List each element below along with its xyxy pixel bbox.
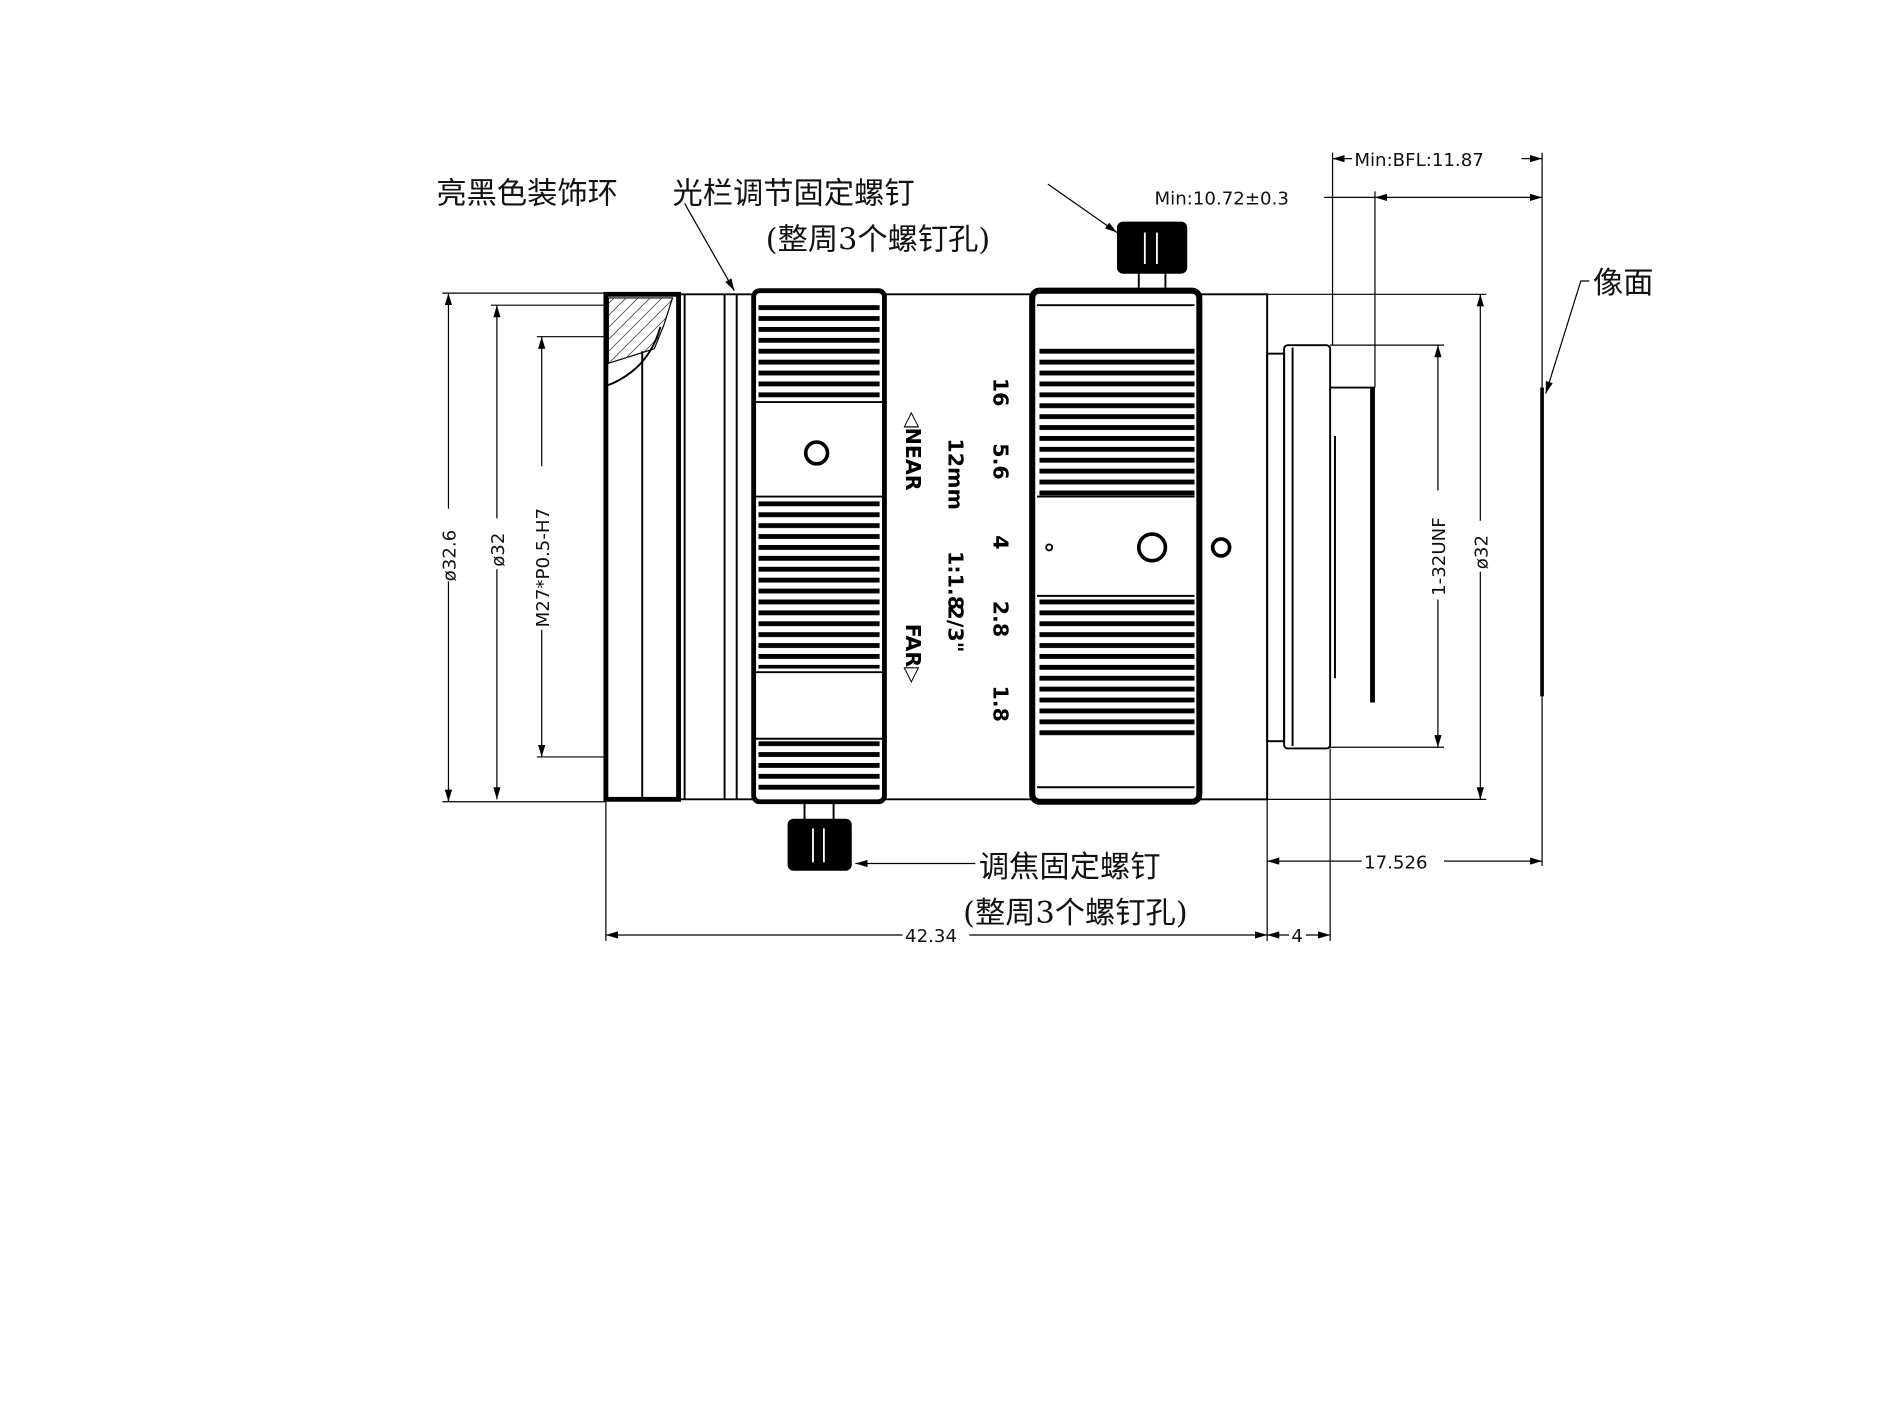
label-iris-screw: 光栏调节固定螺钉 [673, 176, 915, 211]
screw-hole-icon [803, 440, 830, 466]
screw-hole-icon [1136, 532, 1168, 563]
f-stop: 4 [988, 535, 1012, 549]
label-image-plane: 像面 [1593, 266, 1654, 301]
dim-body-dia: ø32 [488, 533, 509, 567]
right-dimensions: 1-32UNF ø32 [1267, 293, 1493, 800]
label-iris-screw-note: (整周3个螺钉孔) [766, 222, 990, 257]
c-mount [1266, 344, 1375, 750]
f-stop: 1.8 [988, 685, 1012, 721]
focal-length-label: 12mm [944, 438, 968, 510]
dim-mount-len: 4 [1291, 926, 1303, 947]
label-decor-ring: 亮黑色装饰环 [436, 176, 618, 211]
dim-filter-thread: M27*P0.5-H7 [533, 508, 554, 627]
f-stop: 16 [988, 378, 1012, 407]
left-dimensions: ø32.6 ø32 M27*P0.5-H7 [438, 292, 606, 803]
bottom-dimensions: 42.34 4 17.526 [605, 696, 1543, 947]
dim-mount-thread: 1-32UNF [1429, 517, 1450, 596]
focus-ring [751, 288, 887, 805]
dim-rear-dia: ø32 [1472, 535, 1493, 569]
near-label: ◁NEAR [901, 412, 925, 491]
front-ring [603, 291, 754, 802]
focus-screw-icon [787, 801, 852, 871]
format-label: 2/3" [944, 606, 968, 653]
aperture-label: 1:1.8 [944, 551, 968, 610]
f-stop: 2.8 [988, 601, 1012, 637]
dim-length: 42.34 [905, 926, 957, 947]
f-stop: 5.6 [988, 443, 1012, 479]
dim-outer-dia: ø32.6 [440, 530, 461, 582]
screw-hole-icon [1210, 537, 1232, 558]
dim-min-clear: Min:10.72±0.3 [1155, 189, 1289, 210]
iris-screw-icon [1116, 221, 1188, 292]
label-focus-screw: 调焦固定螺钉 [979, 850, 1161, 885]
dim-bfl: Min:BFL:11.87 [1354, 150, 1483, 171]
label-focus-screw-note: (整周3个螺钉孔) [963, 896, 1187, 931]
top-dimensions: Min:BFL:11.87 Min:10.72±0.3 [1155, 147, 1543, 388]
iris-ring [1029, 287, 1203, 805]
lens-markings: ◁NEAR FAR▷ 12mm 1:1.8 2/3" 16 5.6 4 2.8 … [901, 378, 1012, 722]
dim-flange: 17.526 [1364, 852, 1428, 873]
far-label: FAR▷ [901, 624, 925, 683]
